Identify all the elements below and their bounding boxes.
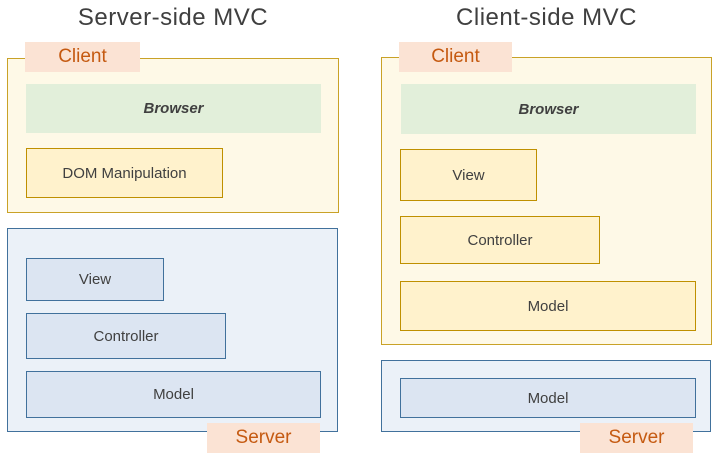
left-controller-box: Controller (26, 313, 226, 359)
right-model-box: Model (400, 281, 696, 331)
left-server-tier-box: View Controller Model (7, 228, 338, 432)
right-server-label-chip: Server (580, 423, 693, 453)
right-client-tier-box: Browser View Controller Model (381, 57, 712, 345)
server-side-mvc-title: Server-side MVC (77, 4, 269, 31)
left-client-label-chip: Client (25, 42, 140, 72)
right-view-box: View (400, 149, 537, 201)
right-controller-box: Controller (400, 216, 600, 264)
right-client-label-chip: Client (399, 42, 512, 72)
right-browser-box: Browser (401, 84, 696, 134)
right-server-model-box: Model (400, 378, 696, 418)
client-side-mvc-title: Client-side MVC (456, 4, 637, 31)
left-dom-manipulation-box: DOM Manipulation (26, 148, 223, 198)
right-server-tier-box: Model (381, 360, 711, 432)
left-browser-box: Browser (26, 84, 321, 133)
left-model-box: Model (26, 371, 321, 418)
left-client-tier-box: Browser DOM Manipulation (7, 58, 339, 213)
left-server-label-chip: Server (207, 423, 320, 453)
left-view-box: View (26, 258, 164, 301)
